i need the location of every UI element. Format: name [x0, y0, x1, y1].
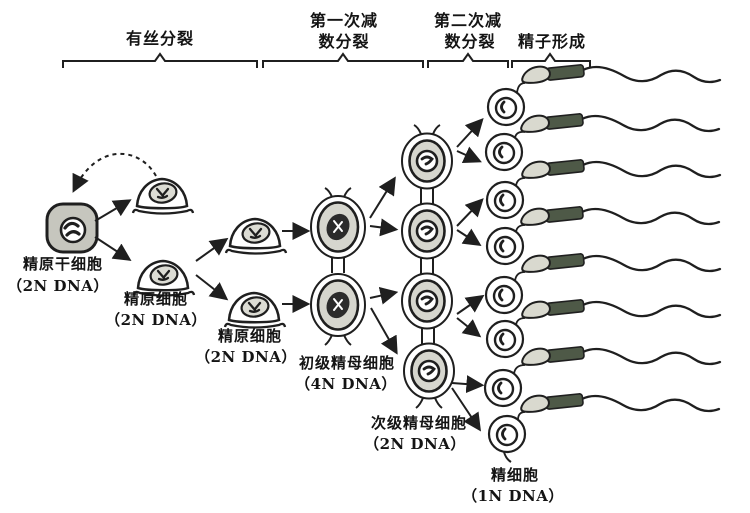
- arrow-sec1-to-sptd1: [456, 118, 484, 148]
- stage-bracket-spermiogenesis: [511, 52, 591, 68]
- label-spermatid-dna: （1N DNA）: [462, 487, 564, 505]
- label-stem-cell-name: 精原干细胞: [23, 255, 103, 273]
- spermatid-cell: [485, 226, 525, 266]
- label-secondary-spermatocyte-dna: （2N DNA）: [364, 435, 466, 453]
- spermatid-cell: [487, 414, 527, 454]
- sperm-cell: [518, 202, 721, 228]
- spermatid-tail-tick: [503, 451, 512, 463]
- secondary-spermatocyte: [400, 132, 454, 190]
- label-secondary-spermatocyte-name: 次级精母细胞: [371, 414, 467, 432]
- secondary-spermatocyte: [400, 272, 454, 330]
- spermatid-cell: [483, 368, 523, 408]
- sperm-cell: [518, 109, 721, 135]
- arrow-sec4-to-sptd7: [451, 375, 485, 394]
- self-renewal-arrow: [72, 152, 157, 193]
- label-spermatogonium1-dna: （2N DNA）: [105, 311, 207, 329]
- cytoplasmic-bridge: [420, 188, 435, 344]
- label-primary-spermatocyte-dna: （4N DNA）: [295, 375, 397, 393]
- arrow-sec2-to-sptd3: [456, 198, 484, 227]
- arrow-sec3-to-sptd5: [456, 294, 485, 315]
- secondary-spermatocyte-chain: [400, 124, 456, 409]
- arrow-primary2-to-sec4: [370, 307, 398, 355]
- spermatogonium-cell: [223, 291, 287, 329]
- spermatid-cell: [486, 87, 526, 127]
- label-primary-spermatocyte-name: 初级精母细胞: [299, 354, 395, 372]
- stem-cell-nucleus: [59, 216, 87, 244]
- stage-label-mitosis: 有丝分裂: [126, 29, 194, 48]
- spermatid-cell: [485, 180, 525, 220]
- stage-label-meiosis-2-line2: 数分裂: [444, 32, 495, 51]
- arrow-gonium-to-gonium-down: [195, 274, 229, 301]
- sperm-cell: [519, 60, 722, 86]
- sperm-cell: [519, 295, 722, 321]
- spermatid-cell: [485, 319, 525, 359]
- arrow-primary1-to-sec1: [369, 176, 396, 219]
- label-stem-cell-dna: （2N DNA）: [7, 277, 109, 295]
- sperm-cell: [518, 389, 721, 415]
- division-arrows: [94, 118, 485, 432]
- stage-bracket-meiosis-2: [427, 52, 509, 68]
- arrow-primary1-to-sec2: [369, 218, 399, 237]
- spermatogonium-cell: [224, 217, 288, 255]
- sperm-cell: [519, 342, 722, 368]
- stage-bracket-meiosis-1: [262, 52, 424, 68]
- arrow-sec3-to-sptd6: [456, 317, 482, 338]
- arrow-stem-to-gonium-down: [94, 236, 132, 261]
- primary-spermatocyte: [309, 272, 367, 338]
- membrane-flares: [324, 187, 352, 346]
- primary-spermatocyte-pair: [309, 187, 367, 346]
- arrow-sec2-to-sptd4: [456, 228, 482, 246]
- spermatid-cell: [484, 132, 524, 172]
- label-spermatogonium2-dna: （2N DNA）: [195, 348, 297, 366]
- stage-label-meiosis-1-line1: 第一次减: [310, 11, 378, 30]
- cytoplasmic-bridge: [331, 257, 345, 273]
- stage-label-meiosis-2-line1: 第二次减: [434, 11, 502, 30]
- membrane-flares: [413, 124, 443, 409]
- primary-spermatocyte: [309, 194, 367, 260]
- sperm-cell: [519, 249, 722, 275]
- spermatid-chain: [483, 87, 527, 463]
- arrow-gonium-to-gonium-up: [195, 237, 229, 262]
- secondary-spermatocyte: [400, 202, 454, 260]
- sperm-cell: [519, 155, 722, 181]
- label-spermatogonium1-name: 精原细胞: [124, 290, 188, 308]
- stage-label-meiosis-1-line2: 数分裂: [318, 32, 369, 51]
- arrow-primary2-to-sec3: [369, 286, 399, 305]
- secondary-spermatocyte: [402, 342, 456, 400]
- stage-bracket-mitosis: [62, 52, 258, 68]
- stage-label-spermiogenesis: 精子形成: [518, 32, 586, 51]
- arrow-stem-to-gonium-up: [94, 199, 132, 222]
- spermatid-cell: [484, 275, 524, 315]
- label-spermatid-name: 精细胞: [491, 466, 539, 484]
- arrow-sec1-to-sptd2: [456, 146, 482, 164]
- spermatogonium-cell: [131, 177, 195, 215]
- arrow-sec4-to-sptd8: [451, 387, 481, 432]
- stem-cell: [45, 202, 99, 254]
- label-spermatogonium2-name: 精原细胞: [218, 327, 282, 345]
